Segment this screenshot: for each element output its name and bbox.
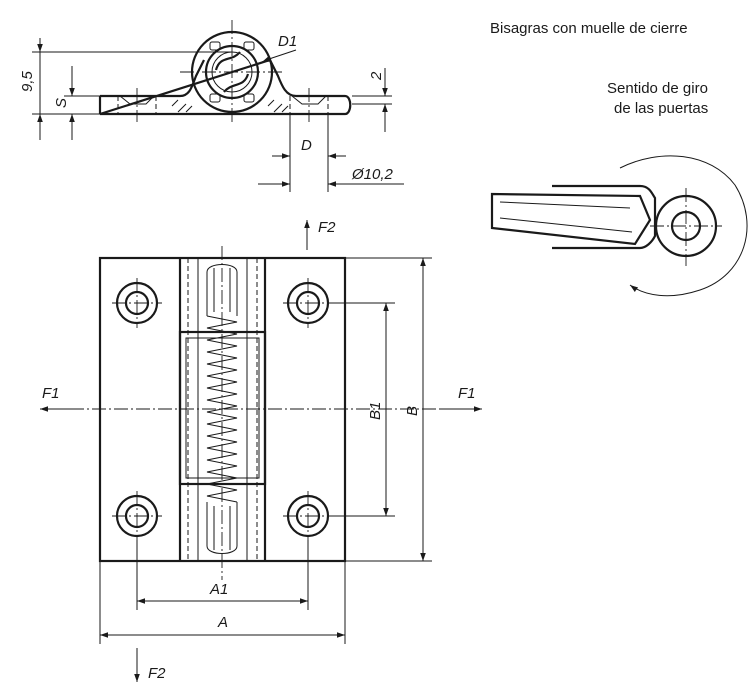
spring: [206, 264, 238, 554]
svg-text:F1: F1: [42, 385, 60, 402]
dim-d: D: [301, 137, 312, 154]
force-f1-right: F1: [440, 385, 482, 412]
force-f2-top: F2: [304, 219, 336, 250]
svg-text:B: B: [404, 406, 421, 416]
rotation-note-line-2: de las puertas: [614, 100, 708, 117]
dim-s: S: [53, 98, 70, 108]
force-f1-left: F1: [40, 385, 70, 412]
svg-text:B1: B1: [367, 402, 384, 420]
force-f2-bottom: F2: [134, 648, 166, 682]
dim-9-5: 9,5: [19, 70, 36, 92]
side-view: 9,5 S D1 2 D Ø10,2: [19, 20, 404, 192]
dimension-a: A: [99, 561, 346, 644]
dimension-b: B: [345, 257, 432, 562]
dimension-b1: B1: [330, 302, 395, 517]
front-view: [70, 246, 440, 580]
dim-d1: D1: [278, 33, 297, 50]
svg-text:F1: F1: [458, 385, 476, 402]
dim-2: 2: [368, 71, 385, 81]
svg-text:F2: F2: [318, 219, 336, 236]
svg-text:A: A: [217, 614, 228, 631]
rotation-note-line-1: Sentido de giro: [607, 80, 708, 97]
svg-text:A1: A1: [209, 581, 228, 598]
rotation-detail: [490, 155, 748, 297]
dim-diameter: Ø10,2: [351, 166, 394, 183]
svg-text:F2: F2: [148, 665, 166, 682]
drawing-title: Bisagras con muelle de cierre: [490, 20, 688, 37]
dimension-a1: A1: [136, 540, 309, 610]
